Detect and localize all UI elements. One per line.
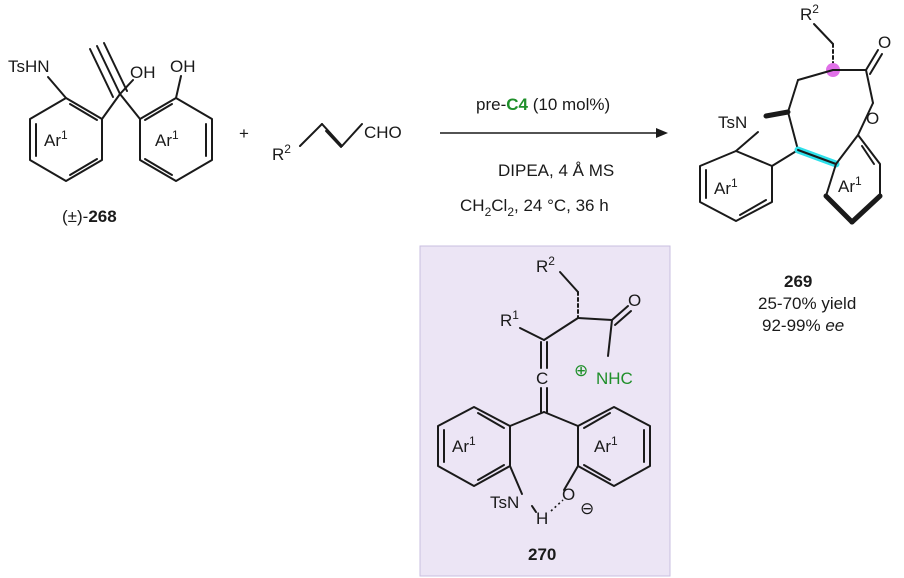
oh-label-1: OH: [130, 63, 156, 82]
int-ar-right: Ar1: [594, 434, 618, 456]
solvent-conditions: CH2Cl2, 24 °C, 36 h: [460, 196, 609, 219]
int-tsn-label: TsN: [490, 493, 519, 512]
compound-269-label: 269: [784, 272, 812, 291]
int-ar-left: Ar1: [452, 434, 476, 456]
product-carbonyl-o: O: [878, 33, 891, 52]
r2-label: R2: [272, 142, 291, 164]
product-tsn-label: TsN: [718, 113, 747, 132]
compound-268-label: (±)-268: [62, 207, 117, 226]
nhc-label: NHC: [596, 369, 633, 388]
ar-ring-left: Ar1: [44, 128, 68, 150]
yield-label: 25-70% yield: [758, 294, 856, 313]
product-r2-label: R2: [800, 2, 819, 24]
int-allene-c: C: [536, 369, 548, 388]
product-269: R2 O O TsN Ar1 Ar1 269 25-70% yield 92-9…: [699, 2, 891, 335]
base-conditions: DIPEA, 4 Å MS: [498, 161, 614, 180]
intermediate-270: R2 R1 O C ⊕ NHC Ar1 Ar1 TsN H O ⊖ 270: [437, 254, 651, 564]
nhts-label: TsHN: [8, 57, 50, 76]
ee-label: 92-99% ee: [762, 316, 844, 335]
product-ar-right: Ar1: [838, 174, 862, 196]
nhc-charge: ⊕: [574, 361, 588, 380]
product-ring-o: O: [866, 109, 879, 128]
int-h-label: H: [536, 509, 548, 528]
cho-label: CHO: [364, 123, 402, 142]
compound-270-label: 270: [528, 545, 556, 564]
int-carbonyl-o: O: [628, 291, 641, 310]
intermediate-highlight-box: [419, 245, 671, 577]
catalyst-conditions: pre-C4 (10 mol%): [476, 95, 610, 114]
reactant-enal: R2 CHO: [272, 123, 402, 164]
int-o-label: O: [562, 485, 575, 504]
oh-label-2: OH: [170, 57, 196, 76]
reactant-268: TsHN OH OH Ar1 Ar1 (±)-268: [8, 42, 213, 226]
reaction-arrow: [440, 128, 668, 138]
o-charge: ⊖: [580, 499, 594, 518]
int-r1-label: R1: [500, 308, 519, 330]
product-ar-left: Ar1: [714, 176, 738, 198]
plus-sign: +: [239, 124, 249, 143]
ar-ring-right: Ar1: [155, 128, 179, 150]
int-r2-label: R2: [536, 254, 555, 276]
